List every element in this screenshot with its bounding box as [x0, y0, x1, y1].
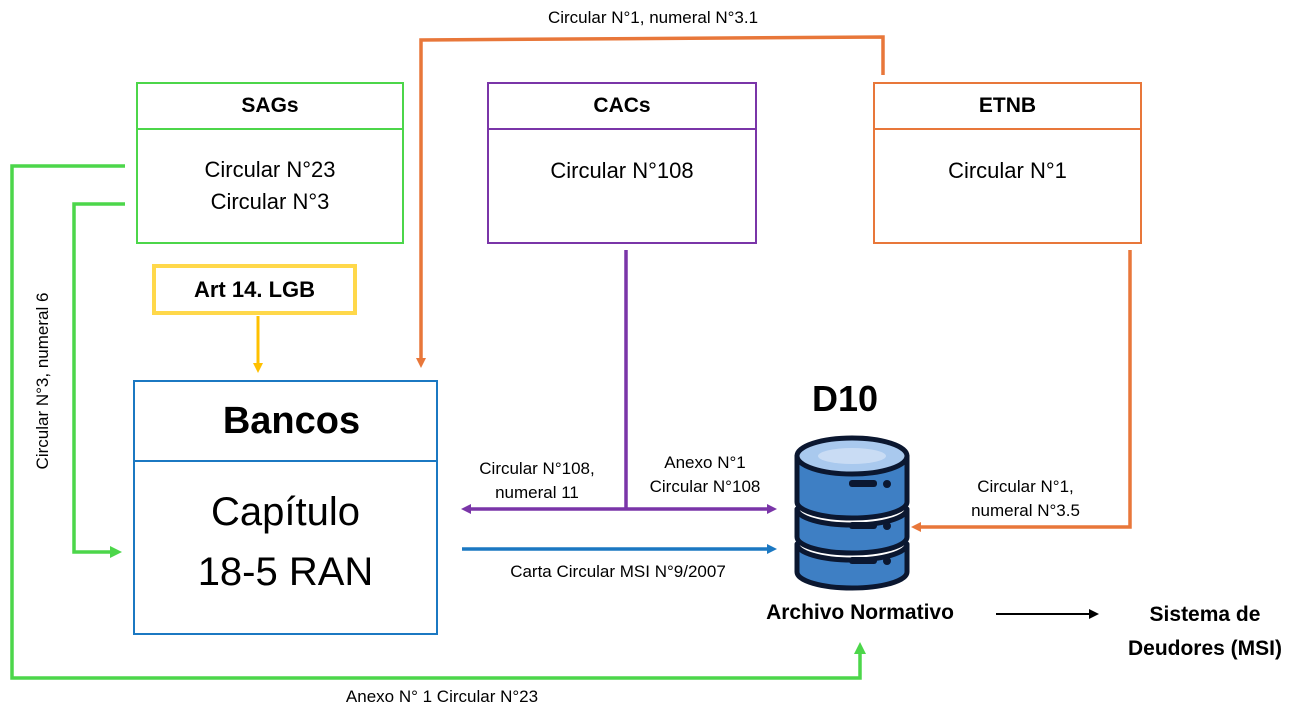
- art14-title: Art 14. LGB: [193, 276, 316, 302]
- edge-etnb-to-d10: [911, 250, 1132, 532]
- label-etnb-to-d10: Circular N°1, numeral N°3.5: [953, 475, 1098, 523]
- etnb-title: ETNB: [875, 84, 1140, 130]
- label-cacs-to-d10: Anexo N°1 Circular N°108: [630, 451, 780, 499]
- bancos-line-2: 18-5 RAN: [197, 549, 374, 594]
- sags-line-2: Circular N°3: [210, 189, 330, 214]
- cacs-title: CACs: [489, 84, 755, 130]
- database-caption: Archivo Normativo: [766, 601, 954, 624]
- bancos-line-1: Capítulo: [211, 489, 360, 534]
- sags-body: Circular N°23 Circular N°3: [138, 130, 402, 242]
- sags-box: SAGs Circular N°23 Circular N°3: [136, 82, 404, 244]
- label-bottom: Anexo N° 1 Circular N°23: [345, 687, 539, 706]
- label-cacs-to-d10-line-2: Circular N°108: [649, 477, 761, 496]
- label-cacs-to-d10-line-1: Anexo N°1: [664, 453, 746, 472]
- art14-box: Art 14. LGB: [152, 264, 357, 315]
- etnb-line-1: Circular N°1: [948, 158, 1067, 183]
- label-top: Circular N°1, numeral N°3.1: [547, 8, 759, 27]
- sags-line-1: Circular N°23: [204, 157, 336, 182]
- bancos-box: Bancos Capítulo 18-5 RAN: [133, 380, 438, 635]
- edge-sags-to-d10: [10, 164, 866, 680]
- label-cacs-to-bancos-line-2: numeral 11: [495, 483, 579, 502]
- label-cacs-to-bancos: Circular N°108, numeral 11: [462, 457, 612, 505]
- cacs-box: CACs Circular N°108: [487, 82, 757, 244]
- edge-sags-to-bancos: [72, 202, 125, 558]
- bancos-title: Bancos: [135, 382, 436, 462]
- label-left-vertical: Circular N°3, numeral 6: [33, 292, 52, 470]
- cacs-line-1: Circular N°108: [550, 158, 694, 183]
- destination-line-2: Deudores (MSI): [1127, 637, 1282, 660]
- label-cacs-to-bancos-line-1: Circular N°108,: [479, 459, 595, 478]
- label-etnb-to-d10-line-2: numeral N°3.5: [971, 501, 1080, 520]
- destination-line-1: Sistema de: [1149, 603, 1261, 626]
- cacs-body: Circular N°108: [489, 130, 755, 242]
- etnb-body: Circular N°1: [875, 130, 1140, 242]
- d10-title: D10: [811, 378, 879, 419]
- bancos-body: Capítulo 18-5 RAN: [135, 462, 436, 633]
- sags-title: SAGs: [138, 84, 402, 130]
- destination-label: Sistema de Deudores (MSI): [1098, 598, 1312, 666]
- database-icon: [794, 435, 910, 591]
- label-bancos-to-d10: Carta Circular MSI N°9/2007: [510, 562, 726, 581]
- etnb-box: ETNB Circular N°1: [873, 82, 1142, 244]
- edge-etnb-to-bancos: [416, 35, 885, 368]
- label-etnb-to-d10-line-1: Circular N°1,: [977, 477, 1074, 496]
